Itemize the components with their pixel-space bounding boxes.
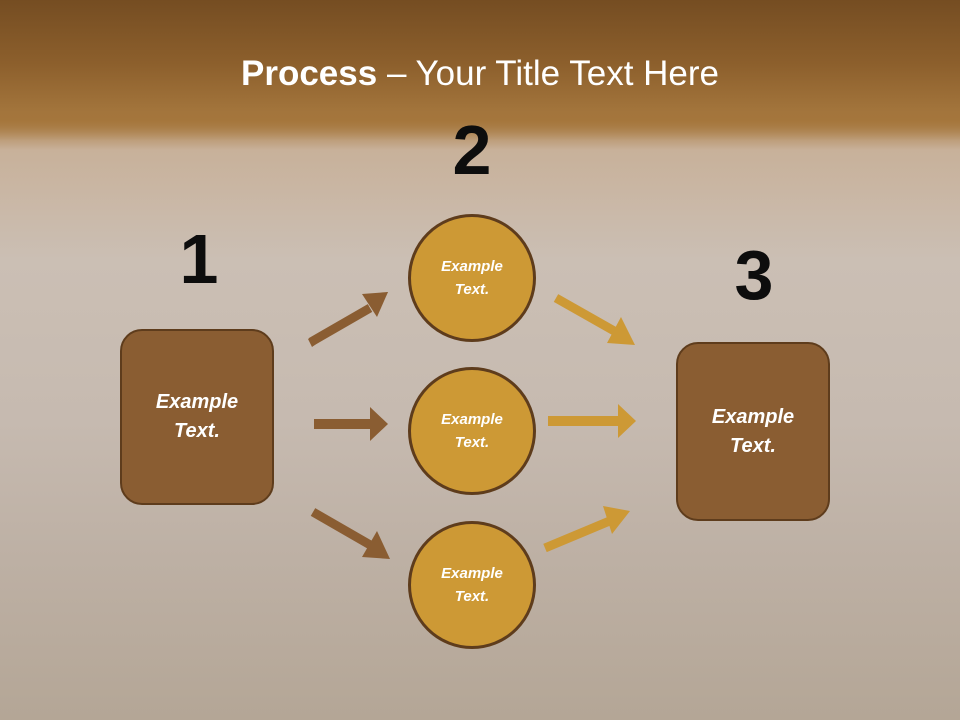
title-rest: – Your Title Text Here bbox=[377, 54, 719, 93]
arrow-up-right-head bbox=[603, 506, 630, 534]
title-band bbox=[0, 0, 960, 140]
arrow-down-right-shaft bbox=[553, 294, 619, 336]
arrow-mid-right-head bbox=[618, 404, 636, 438]
arrow-up-left-head bbox=[362, 292, 388, 317]
arrow-up-right-shaft bbox=[543, 515, 614, 553]
arrow-mid-left-head bbox=[370, 407, 388, 441]
arrow-up-left-shaft bbox=[308, 304, 373, 346]
step-number-1: 1 bbox=[179, 220, 219, 298]
title-bold: Process bbox=[241, 54, 378, 93]
process-circle-top-label: Example Text. bbox=[441, 258, 503, 298]
slide-title: Process – Your Title Text Here bbox=[0, 54, 960, 94]
arrow-down-left-head bbox=[362, 531, 390, 559]
process-circle-bottom-label: Example Text. bbox=[441, 565, 503, 605]
arrow-down-left-shaft bbox=[310, 508, 375, 550]
process-circle-bottom: Example Text. bbox=[408, 521, 536, 649]
step-number-2: 2 bbox=[452, 111, 492, 189]
process-box-right: Example Text. bbox=[676, 342, 830, 521]
arrow-down-right-head bbox=[607, 317, 635, 345]
process-circle-top: Example Text. bbox=[408, 214, 536, 342]
process-box-left: Example Text. bbox=[120, 329, 274, 505]
process-box-right-label: Example Text. bbox=[711, 405, 795, 457]
process-circle-middle: Example Text. bbox=[408, 367, 536, 495]
process-circle-middle-label: Example Text. bbox=[441, 411, 503, 451]
process-box-left-label: Example Text. bbox=[155, 391, 239, 442]
step-number-3: 3 bbox=[734, 236, 774, 314]
